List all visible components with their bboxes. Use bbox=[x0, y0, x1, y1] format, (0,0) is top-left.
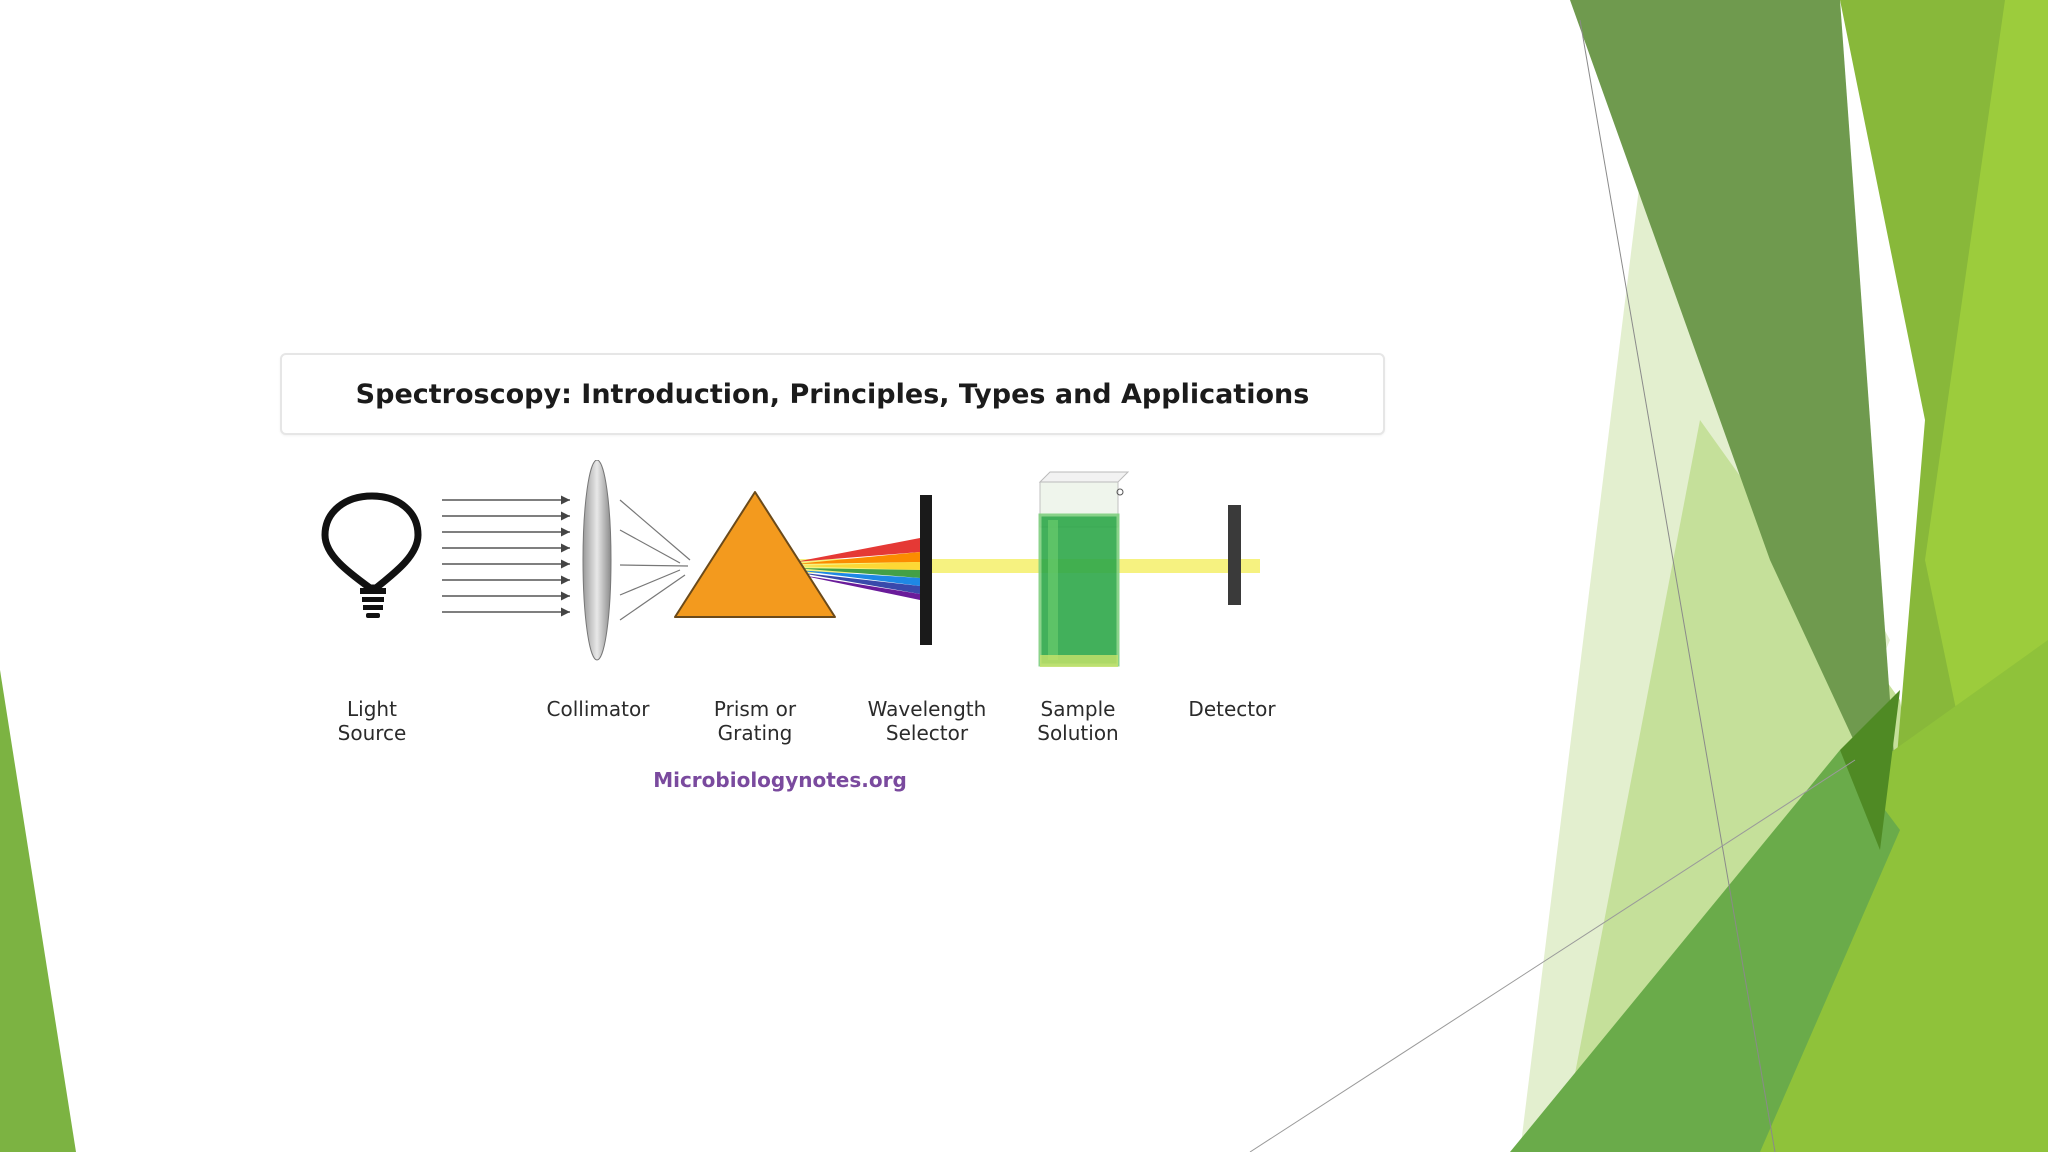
label-wavelength-selector: Wavelength Selector bbox=[867, 697, 987, 745]
thin-line-2 bbox=[1249, 759, 1856, 1152]
right-accent-shape-mid bbox=[1750, 640, 2048, 1152]
converging-rays bbox=[619, 499, 691, 621]
thin-line-1 bbox=[1579, 19, 1776, 1152]
parallel-rays bbox=[442, 495, 570, 617]
cuvette-icon bbox=[1038, 471, 1130, 667]
lightbulb-icon bbox=[321, 492, 422, 618]
label-sample-solution: Sample Solution bbox=[1037, 697, 1119, 745]
slit-icon bbox=[920, 495, 932, 645]
source-credit: Microbiologynotes.org bbox=[653, 768, 907, 792]
right-accent-shape-muted bbox=[1570, 0, 1900, 840]
left-accent-shape bbox=[0, 670, 76, 1152]
prism-icon bbox=[674, 491, 836, 618]
lens-icon bbox=[582, 460, 612, 661]
label-prism: Prism or Grating bbox=[713, 697, 797, 745]
spectroscopy-figure: Spectroscopy: Introduction, Principles, … bbox=[270, 345, 1400, 815]
diagram-title: Spectroscopy: Introduction, Principles, … bbox=[355, 378, 1310, 410]
spectrometer-diagram bbox=[321, 460, 1260, 667]
detector-icon bbox=[1228, 505, 1241, 605]
diagram-title-box: Spectroscopy: Introduction, Principles, … bbox=[280, 353, 1385, 435]
label-collimator: Collimator bbox=[546, 697, 650, 721]
label-light-source: Light Source bbox=[337, 697, 407, 745]
right-accent-shape-deep bbox=[1840, 690, 1900, 850]
right-accent-shape-dark bbox=[1510, 750, 1900, 1152]
dispersed-spectrum bbox=[795, 538, 920, 600]
label-detector: Detector bbox=[1188, 697, 1276, 721]
